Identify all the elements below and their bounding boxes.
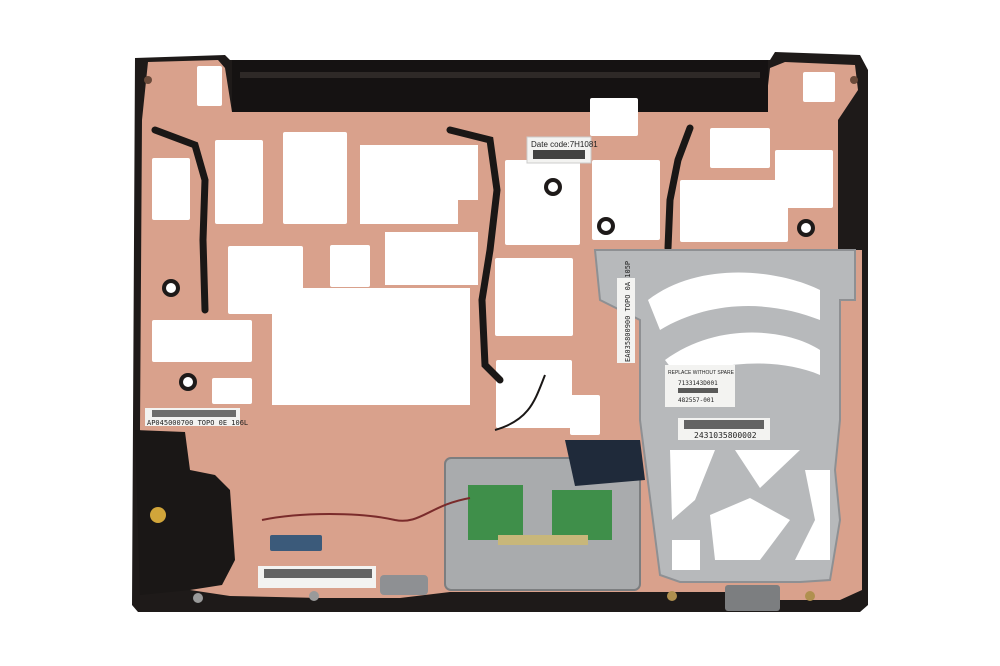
left-lower-black — [135, 430, 235, 595]
bracket-serial-sticker: 2431035800002 — [678, 418, 770, 440]
vertical-serial-text: EA035800900 TOPO 0A 105P — [624, 261, 632, 362]
touchpad-left-pcb — [468, 485, 523, 540]
ribbon-cable — [498, 535, 588, 545]
left-serial-sticker: AP045000700 TOPO 0E 106L — [145, 408, 248, 427]
right-edge-strip — [838, 120, 862, 250]
cable-to-board — [494, 374, 546, 431]
sticker-top-text: REPLACE WITHOUT SPARE — [668, 370, 735, 376]
cable-channels — [151, 124, 694, 384]
date-code-sticker: Date code:7H1081 — [526, 136, 598, 164]
touchpad-right-pcb — [552, 490, 612, 540]
wires — [261, 497, 471, 522]
bracket-slot-arc-1 — [648, 272, 820, 330]
sticker-line-2: 482557-001 — [678, 397, 715, 404]
left-serial-text: AP045000700 TOPO 0E 106L — [147, 419, 248, 427]
bottom-barcode-sticker — [258, 566, 376, 588]
fingerprint-sensor — [150, 507, 166, 523]
hinge-bar — [232, 60, 768, 112]
openings — [152, 66, 835, 435]
bracket-truss-openings — [670, 450, 830, 570]
date-code-text: Date code:7H1081 — [531, 140, 598, 149]
bottom-right-latch — [725, 585, 780, 611]
sticker-line-1: 7133143D001 — [678, 380, 718, 387]
bracket-small-sticker: REPLACE WITHOUT SPARE 7133143D001 482557… — [665, 365, 735, 407]
blue-ribbon-sticker — [565, 440, 645, 486]
small-module — [270, 535, 322, 551]
bracket-serial-text: 2431035800002 — [694, 431, 757, 440]
hinge-bar-highlight — [240, 72, 760, 78]
screw-holes — [144, 76, 858, 603]
vertical-bracket-sticker: EA035800900 TOPO 0A 105P — [617, 261, 635, 363]
bottom-latch — [380, 575, 428, 595]
metal-bracket — [593, 249, 856, 583]
